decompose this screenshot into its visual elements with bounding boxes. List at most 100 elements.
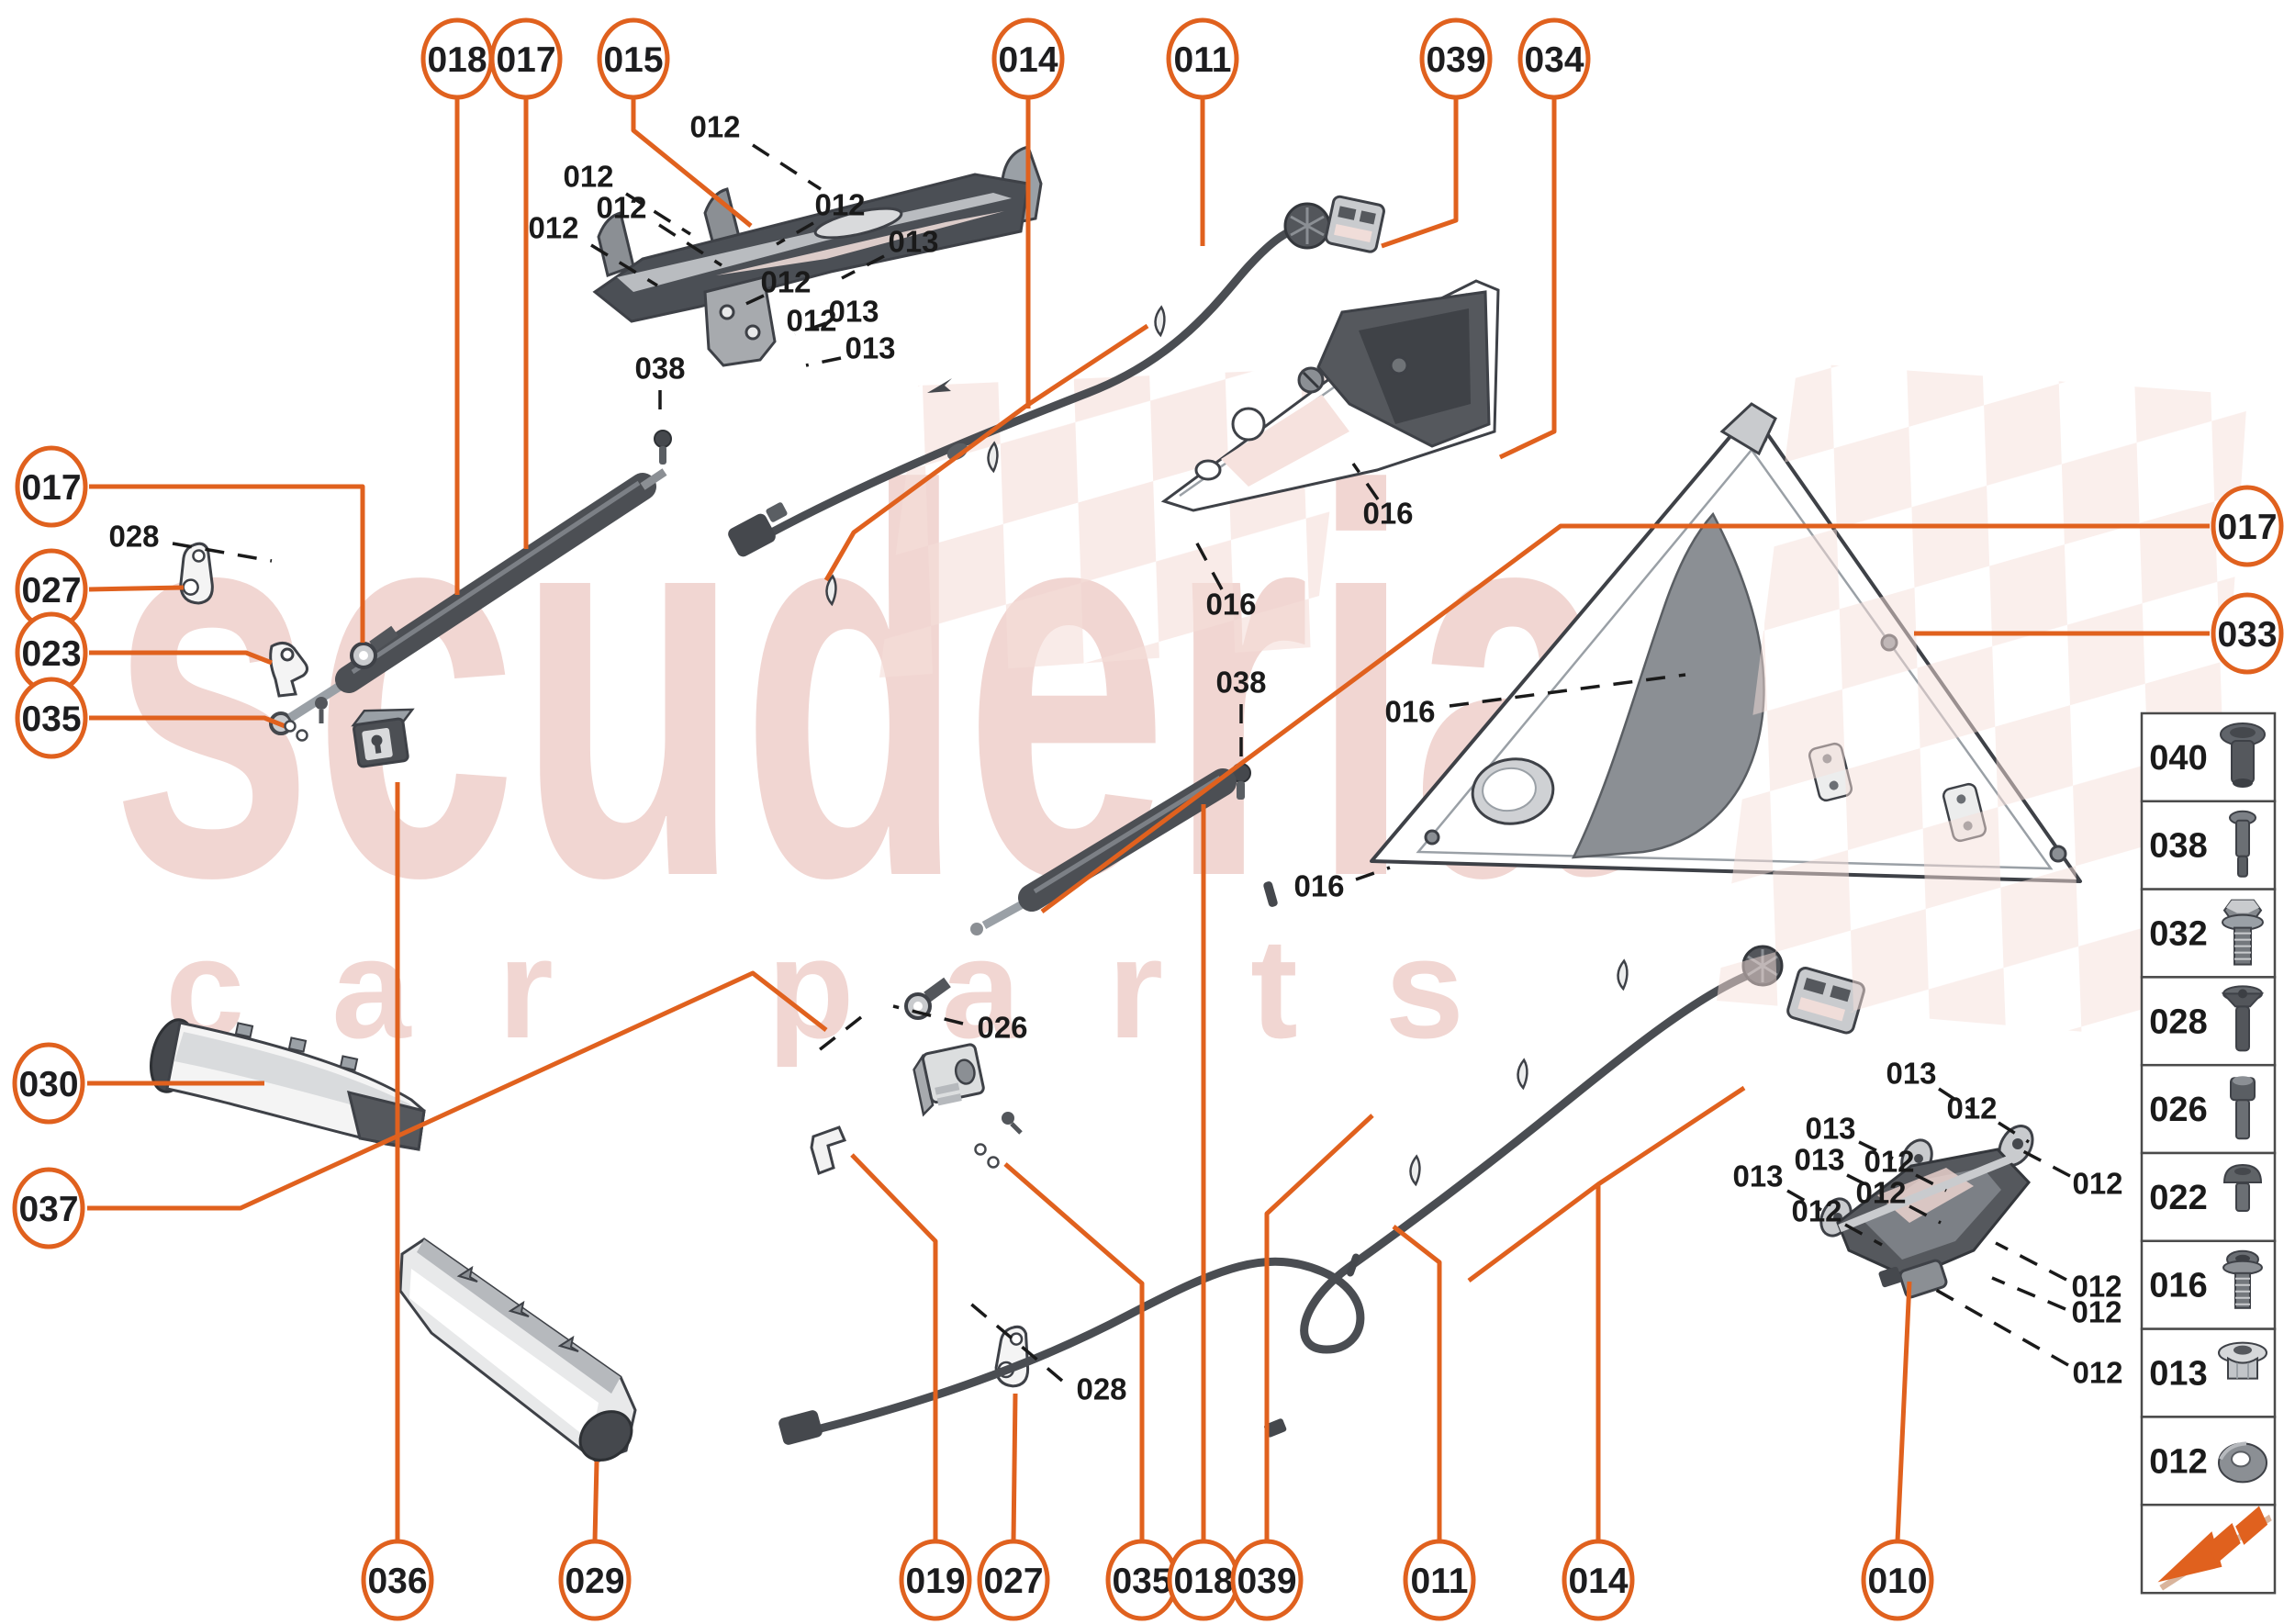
callout-015-top[interactable]: 015 (597, 17, 670, 100)
part-011-harness-top (728, 222, 1304, 557)
callout-017-top[interactable]: 017 (489, 17, 563, 100)
clip-comb-line-1 (823, 323, 1149, 582)
callout-027-bottom[interactable]: 027 (977, 1539, 1050, 1621)
legend-row-038[interactable]: 038 (2140, 800, 2277, 890)
callout-label: 015 (603, 40, 663, 80)
callout-circle (977, 1539, 1050, 1621)
label-dash-16 (892, 1004, 964, 1025)
callout-018-top[interactable]: 018 (420, 17, 494, 100)
callout-017-left[interactable]: 017 (15, 445, 88, 528)
label-dash-29 (1991, 1276, 2066, 1311)
label-dash-26 (1844, 1223, 1883, 1247)
fastener-label-026: 026 (977, 1011, 1027, 1045)
leader-line-010-bottom (1895, 1281, 1912, 1542)
fastener-label-012: 012 (760, 265, 811, 299)
label-dash-25 (1786, 1189, 1822, 1212)
callout-circle (2211, 592, 2284, 675)
legend-row-032[interactable]: 032 (2140, 888, 2277, 979)
label-dash-14 (1449, 673, 1686, 708)
callout-circle (1419, 17, 1493, 100)
label-dash-6 (739, 294, 765, 308)
callout-035-left[interactable]: 035 (15, 677, 88, 759)
legend-part-number: 012 (2149, 1442, 2207, 1481)
washer-icon (2217, 1441, 2268, 1484)
label-dash-7 (794, 321, 827, 336)
part-010-lamp-bracket (1819, 1125, 2034, 1299)
part-038-ball-stud-top (654, 430, 672, 465)
fastener-label-012: 012 (2071, 1270, 2121, 1304)
callout-label: 030 (18, 1065, 78, 1104)
legend-part-number: 028 (2149, 1002, 2207, 1041)
ring-clip-icon (296, 729, 308, 742)
callout-011-top[interactable]: 011 (1166, 17, 1239, 100)
callout-019-bottom[interactable]: 019 (899, 1539, 972, 1621)
callout-circle (1166, 17, 1239, 100)
label-dash-27 (2019, 1148, 2071, 1178)
legend-row-028[interactable]: 028 (2140, 976, 2277, 1067)
fastener-label-012: 012 (2071, 1295, 2121, 1329)
fastener-label-016: 016 (1362, 497, 1413, 531)
fastener-label-013: 013 (1805, 1112, 1855, 1146)
callout-label: 010 (1867, 1562, 1927, 1601)
leader-line-029-bottom (592, 1461, 599, 1542)
callout-label: 027 (21, 571, 81, 610)
callout-circle (2211, 485, 2284, 567)
label-dash-11 (1351, 463, 1380, 500)
callout-023-left[interactable]: 023 (15, 611, 88, 694)
legend-part-number: 038 (2149, 827, 2207, 866)
part-036-latch (351, 708, 415, 768)
callout-030-left[interactable]: 030 (12, 1042, 85, 1125)
part-015-bracket-illustration (592, 145, 1043, 367)
callout-017-right[interactable]: 017 (2211, 485, 2284, 567)
callout-037-left[interactable]: 037 (12, 1167, 85, 1249)
leader-line-027-bottom (1011, 1393, 1018, 1542)
label-dash-22 (1915, 1173, 1947, 1193)
callout-010-bottom[interactable]: 010 (1861, 1539, 1934, 1621)
callout-039-top[interactable]: 039 (1419, 17, 1493, 100)
legend-row-026[interactable]: 026 (2140, 1063, 2277, 1155)
callout-circle (489, 17, 563, 100)
callout-027-left[interactable]: 027 (15, 548, 88, 631)
legend-row-013[interactable]: 013 (2140, 1327, 2277, 1418)
fastener-label-016: 016 (1205, 588, 1256, 622)
legend-row-022[interactable]: 022 (2140, 1151, 2277, 1243)
callout-033-right[interactable]: 033 (2211, 592, 2284, 675)
callout-011-bottom[interactable]: 011 (1403, 1539, 1476, 1621)
leader-line-037-left (87, 970, 828, 1211)
callout-014-bottom[interactable]: 014 (1562, 1539, 1635, 1621)
leader-line-017-right (1040, 523, 2210, 914)
callout-039-bottom[interactable]: 039 (1230, 1539, 1304, 1621)
part-029-sill-trim (398, 1238, 637, 1463)
legend-row-040[interactable]: 040 (2140, 711, 2277, 803)
legend-row-012[interactable]: 012 (2140, 1416, 2277, 1506)
checker-band-top (879, 367, 1348, 678)
callout-label: 014 (1568, 1562, 1628, 1601)
legend-row-016[interactable]: 016 (2140, 1239, 2277, 1330)
leaf-clip-icon (1401, 1155, 1432, 1186)
part-018-gas-strut-left (269, 468, 667, 735)
callout-label: 039 (1237, 1562, 1296, 1601)
fastener-label-038: 038 (1215, 666, 1266, 700)
leader-line-035-left (89, 715, 293, 732)
leader-line-019-bottom (850, 1153, 938, 1541)
legend-part-number: 040 (2149, 739, 2207, 778)
fastener-label-013: 013 (845, 331, 895, 365)
fastener-labels: 0120120120120120130120130120130380160160… (108, 110, 2122, 1406)
part-026-clevis-bracket (912, 1043, 985, 1117)
label-dash-19 (1938, 1087, 1975, 1114)
callout-036-bottom[interactable]: 036 (361, 1539, 434, 1621)
leader-line-017-left (89, 484, 365, 643)
part-034-upper-panel (1160, 279, 1500, 512)
callout-circle (1403, 1539, 1476, 1621)
callout-029-bottom[interactable]: 029 (558, 1539, 632, 1621)
callout-label: 017 (496, 40, 555, 80)
callout-035-bottom[interactable]: 035 (1105, 1539, 1179, 1621)
fastener-label-012: 012 (1791, 1194, 1842, 1228)
callout-034-top[interactable]: 034 (1517, 17, 1591, 100)
callout-circle (12, 1042, 85, 1125)
callout-014-top[interactable]: 014 (991, 17, 1065, 100)
callout-018-bottom[interactable]: 018 (1167, 1539, 1240, 1621)
